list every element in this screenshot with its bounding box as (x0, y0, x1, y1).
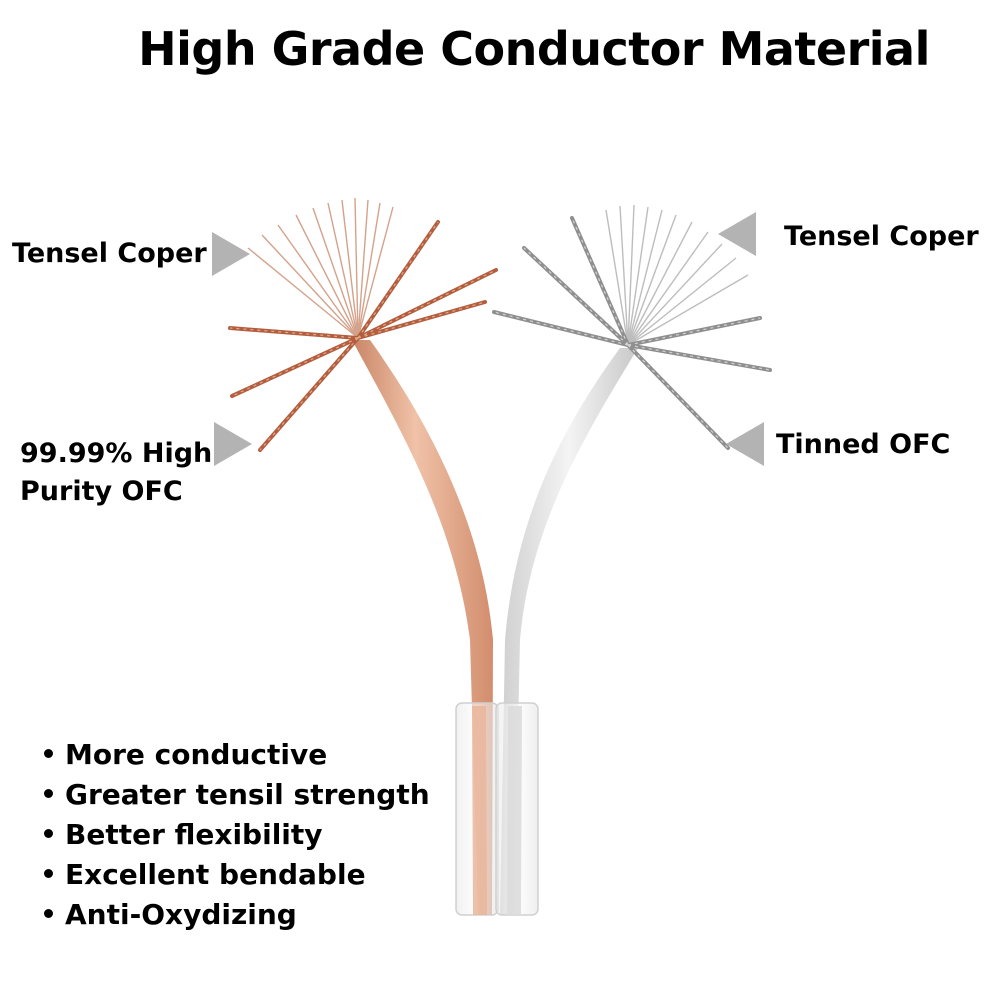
bullet-icon (44, 748, 53, 758)
label-tensel-copper-left: Tensel Coper (12, 238, 207, 269)
feature-text: Excellent bendable (65, 858, 366, 891)
bullet-icon (44, 908, 53, 918)
page-title: High Grade Conductor Material (138, 22, 930, 76)
list-item: Anti-Oxydizing (44, 895, 430, 935)
list-item: More conductive (44, 735, 430, 775)
label-high-purity-ofc-line1: 99.99% High (20, 438, 213, 469)
feature-list: More conductive Greater tensil strength … (44, 735, 430, 935)
pointer-arrow-icon (212, 232, 250, 276)
list-item: Greater tensil strength (44, 775, 430, 815)
label-tinned-ofc: Tinned OFC (776, 429, 951, 460)
pointer-arrow-icon (726, 422, 764, 466)
bullet-icon (44, 868, 53, 878)
pointer-arrow-icon (214, 422, 252, 466)
feature-text: More conductive (65, 738, 328, 771)
pointer-arrow-icon (718, 212, 756, 256)
bullet-icon (44, 788, 53, 798)
feature-text: Better flexibility (65, 818, 323, 851)
list-item: Better flexibility (44, 815, 430, 855)
feature-text: Anti-Oxydizing (65, 898, 297, 931)
bullet-icon (44, 828, 53, 838)
label-high-purity-ofc-line2: Purity OFC (20, 476, 183, 507)
list-item: Excellent bendable (44, 855, 430, 895)
cable-jacket (455, 702, 539, 916)
label-tensel-copper-right: Tensel Coper (784, 221, 979, 252)
feature-text: Greater tensil strength (65, 778, 430, 811)
